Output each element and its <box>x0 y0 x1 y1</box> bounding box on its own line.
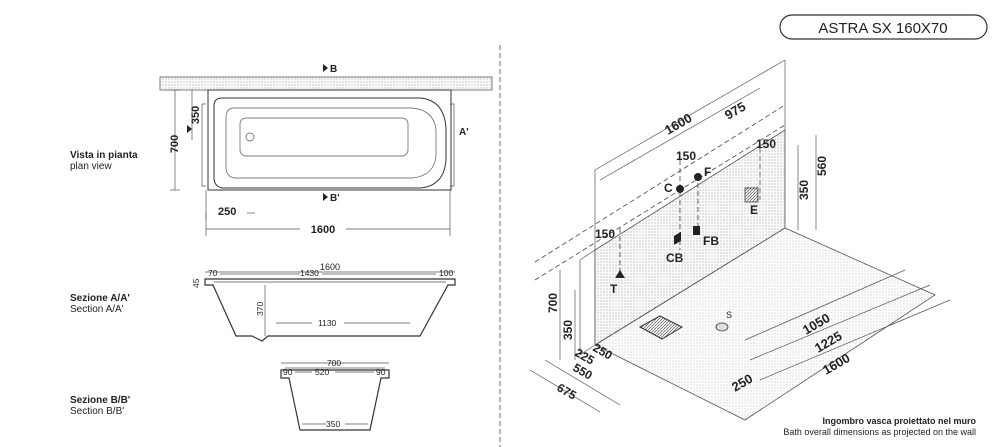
section-b-drawing: 700 90 520 90 350 <box>280 358 390 431</box>
svg-text:520: 520 <box>315 367 329 377</box>
footer-note-en: Bath overall dimensions as projected on … <box>783 427 976 437</box>
svg-text:350: 350 <box>797 180 811 200</box>
svg-text:350: 350 <box>326 419 340 429</box>
svg-text:975: 975 <box>722 99 748 123</box>
dim-350: 350 <box>190 106 202 124</box>
floor-drain-icon <box>638 315 684 340</box>
svg-text:150: 150 <box>595 227 615 241</box>
title-box: ASTRA SX 160X70 <box>779 14 988 40</box>
section-a-label-it: Sezione A/A' <box>70 293 130 304</box>
point-cb-icon <box>674 231 681 245</box>
svg-text:1130: 1130 <box>318 318 337 328</box>
svg-text:E: E <box>750 203 758 217</box>
point-t-icon <box>615 270 625 278</box>
point-f-icon <box>694 173 702 181</box>
section-a-profile <box>204 278 456 342</box>
svg-text:90: 90 <box>283 367 293 377</box>
model-title: ASTRA SX 160X70 <box>818 20 947 37</box>
svg-text:150: 150 <box>676 149 696 163</box>
footer-note-it: Ingombro vasca proiettato nel muro <box>822 416 976 426</box>
plan-label-it: Vista in pianta <box>70 150 138 161</box>
svg-text:C: C <box>664 181 673 195</box>
svg-text:700: 700 <box>546 293 560 313</box>
wall-strip <box>159 76 493 91</box>
svg-text:560: 560 <box>815 156 829 176</box>
svg-text:700: 700 <box>327 358 341 368</box>
section-a-label-en: Section A/A' <box>70 304 124 315</box>
section-marker-a-icon <box>187 125 192 133</box>
svg-text:1600: 1600 <box>320 262 340 272</box>
svg-text:100: 100 <box>439 268 453 278</box>
drain-icon <box>245 132 255 142</box>
svg-text:370: 370 <box>255 302 265 316</box>
tub-inner-rim <box>213 97 447 189</box>
section-marker-b-prime-icon <box>323 193 328 201</box>
svg-text:T: T <box>610 282 618 296</box>
svg-text:B: B <box>330 64 337 75</box>
svg-text:150: 150 <box>756 137 776 151</box>
svg-text:A': A' <box>459 127 469 138</box>
plan-label-en: plan view <box>70 161 112 172</box>
svg-text:FB: FB <box>703 234 719 248</box>
svg-text:70: 70 <box>208 268 218 278</box>
svg-text:F: F <box>704 165 711 179</box>
svg-text:CB: CB <box>666 251 684 265</box>
svg-text:675: 675 <box>555 380 580 402</box>
isometric-view: C F CB FB E T S 1600 975 150 150 560 350… <box>529 59 951 421</box>
plan-view: B B' A' 700 350 250 1600 <box>159 64 493 236</box>
point-s-icon <box>715 322 729 332</box>
svg-text:1430: 1430 <box>300 268 319 278</box>
section-b-profile <box>280 369 390 431</box>
svg-text:90: 90 <box>376 367 386 377</box>
section-b-label-en: Section B/B' <box>70 406 124 417</box>
floor-area <box>594 227 936 421</box>
section-b-label-it: Sezione B/B' <box>70 395 130 406</box>
tub-bottom <box>239 117 409 157</box>
point-c-icon <box>676 185 684 193</box>
dim-700: 700 <box>169 135 181 153</box>
dim-250: 250 <box>218 206 236 218</box>
point-fb-icon <box>693 226 700 235</box>
section-a-drawing: 1600 70 1430 100 45 370 1130 <box>191 262 456 342</box>
svg-text:B': B' <box>330 193 340 204</box>
section-marker-b-icon <box>323 64 328 72</box>
svg-text:350: 350 <box>561 320 575 340</box>
svg-text:1600: 1600 <box>662 110 695 137</box>
tub-basin <box>225 107 437 179</box>
dim-1600: 1600 <box>311 224 335 236</box>
point-e-icon <box>744 187 759 203</box>
svg-text:45: 45 <box>191 278 201 288</box>
tub-outline <box>207 89 452 191</box>
svg-text:S: S <box>726 310 732 320</box>
